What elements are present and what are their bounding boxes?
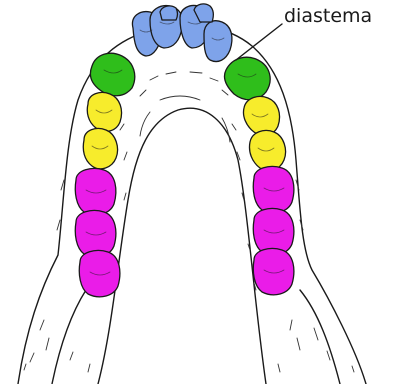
- tooth-group-incisors: [132, 4, 231, 62]
- premolar-tooth: [243, 96, 279, 135]
- diastema-callout: diastema: [236, 5, 372, 60]
- premolar-tooth: [87, 92, 121, 131]
- canine-tooth: [224, 57, 270, 100]
- tooth-group-molars: [75, 166, 294, 296]
- canine-tooth: [90, 53, 134, 96]
- diastema-label: diastema: [284, 5, 372, 27]
- molar-tooth: [253, 248, 294, 294]
- incisor-tooth: [160, 6, 178, 20]
- incisor-tooth: [204, 21, 232, 62]
- jaw-outline: [18, 25, 366, 384]
- molar-tooth: [253, 166, 294, 212]
- diastema-leader-line: [236, 24, 282, 60]
- molar-tooth: [79, 250, 120, 296]
- tooth-group-premolars: [83, 92, 285, 170]
- molar-tooth: [75, 168, 116, 214]
